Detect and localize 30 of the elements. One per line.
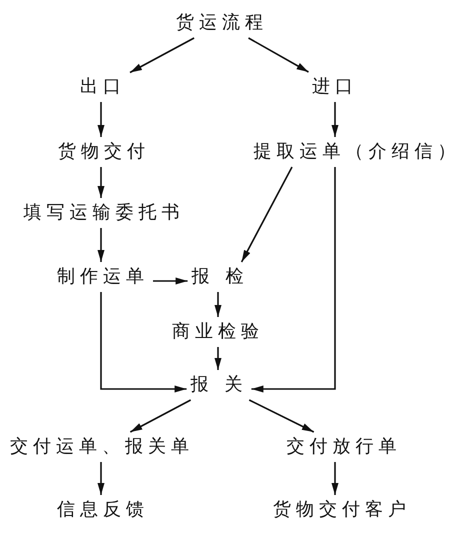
flow-title: 货运流程 <box>176 12 268 34</box>
arrow <box>214 347 222 370</box>
arrow <box>130 37 194 74</box>
step-label: 商业检验 <box>172 321 264 343</box>
arrow <box>214 292 222 317</box>
arrow <box>153 278 188 284</box>
step-label: 交付放行单 <box>286 436 402 458</box>
arrow <box>130 399 192 433</box>
step-label: 报 关 <box>190 374 248 396</box>
step-label: 货物交付客户 <box>273 499 411 521</box>
arrow <box>251 167 336 392</box>
step-label: 货物交付 <box>58 141 150 163</box>
step-label: 出口 <box>80 76 126 98</box>
step-label: 进口 <box>312 76 358 98</box>
step-label: 制作运单 <box>57 266 149 288</box>
arrow <box>98 167 104 198</box>
step-label: 报 检 <box>192 266 248 288</box>
arrow <box>98 462 104 495</box>
arrow <box>332 462 338 495</box>
step-label: 信息反馈 <box>57 499 149 521</box>
arrow <box>332 102 338 137</box>
step-label: 交付运单、报关单 <box>10 436 194 458</box>
arrow <box>98 102 104 137</box>
arrow <box>240 166 293 262</box>
step-label: 填写运输委托书 <box>24 202 184 224</box>
arrow <box>98 228 104 262</box>
arrow <box>248 37 309 73</box>
arrow <box>100 292 187 392</box>
step-label: 提取运单（介绍信） <box>254 141 460 163</box>
arrow <box>248 399 314 433</box>
